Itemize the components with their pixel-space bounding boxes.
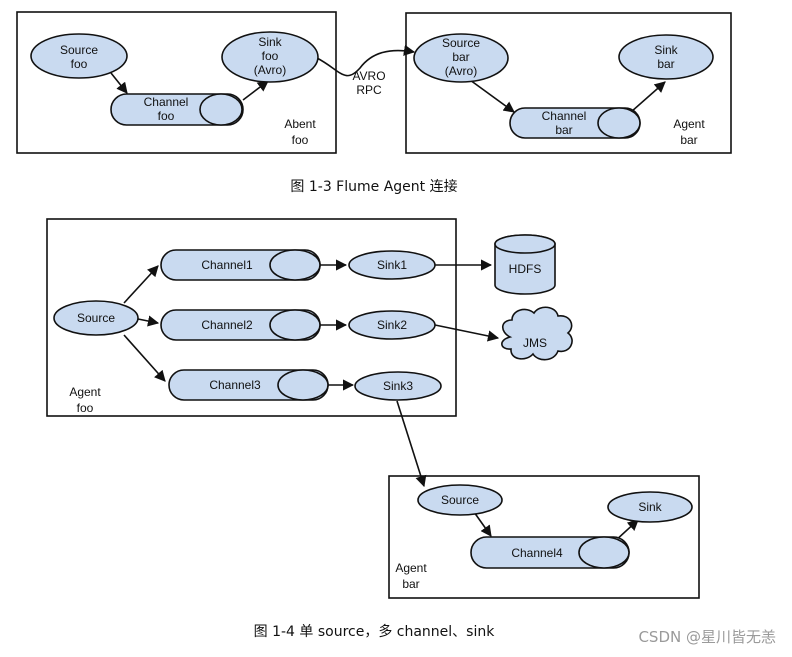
sink-foo-label-2: foo bbox=[262, 49, 279, 63]
agent-bar-label-b1: Agent bbox=[395, 561, 427, 575]
channel-foo-label-2: foo bbox=[158, 109, 175, 123]
sink1-label: Sink1 bbox=[377, 258, 407, 272]
figure-1-4: Source Channel1 Channel2 Channel3 Sink1 bbox=[46, 218, 700, 640]
sink1-node: Sink1 bbox=[348, 250, 436, 280]
source-bar-node: Source bar (Avro) bbox=[413, 33, 509, 83]
source-bar-label-2: bar bbox=[452, 50, 469, 64]
agent-bar-label-1: Agent bbox=[673, 117, 705, 131]
agent-bar-label-b2: bar bbox=[402, 577, 419, 591]
source-bar-label-1: Source bbox=[442, 36, 480, 50]
source-label: Source bbox=[77, 311, 115, 325]
channel3-node: Channel3 bbox=[168, 369, 329, 401]
source-node: Source bbox=[53, 300, 139, 336]
sink-bar-label-b: Sink bbox=[638, 500, 662, 514]
sink2-label: Sink2 bbox=[377, 318, 407, 332]
source-foo-label-2: foo bbox=[71, 57, 88, 71]
edge-sink3-source-bar bbox=[396, 400, 427, 488]
edge-avro-rpc bbox=[316, 44, 416, 77]
edge-source-channel4 bbox=[473, 511, 492, 537]
channel4-label: Channel4 bbox=[511, 546, 563, 560]
jms-cloud-icon: JMS bbox=[501, 306, 573, 361]
agent-foo-label-2: foo bbox=[292, 133, 309, 147]
sink3-node: Sink3 bbox=[354, 371, 442, 401]
sink-foo-node: Sink foo (Avro) bbox=[221, 31, 319, 83]
source-bar-label-b: Source bbox=[441, 493, 479, 507]
channel2-node: Channel2 bbox=[160, 309, 321, 341]
channel1-node: Channel1 bbox=[160, 249, 321, 281]
figure-1-3: Source foo Channel foo Sink foo (Avro) A… bbox=[16, 11, 732, 195]
channel1-label: Channel1 bbox=[201, 258, 253, 272]
edge-source-channel3 bbox=[123, 334, 166, 382]
avro-rpc-label-1: AVRO bbox=[352, 69, 385, 83]
caption-figure-1-3: 图 1-3 Flume Agent 连接 bbox=[290, 178, 457, 195]
sink-foo-label-1: Sink bbox=[258, 35, 282, 49]
agent-bar-label-2: bar bbox=[680, 133, 697, 147]
edge-channel-sink-bar bbox=[630, 81, 666, 113]
edge-source-channel2 bbox=[137, 315, 160, 327]
source-bar-node-2: Source bbox=[417, 484, 503, 516]
edge-source-channel-bar bbox=[469, 79, 515, 113]
channel-bar-label-2: bar bbox=[555, 123, 572, 137]
caption-figure-1-4: 图 1-4 单 source，多 channel、sink bbox=[254, 623, 496, 640]
edge-source-channel-foo bbox=[110, 72, 128, 94]
avro-rpc-label-2: RPC bbox=[356, 83, 382, 97]
agent-foo-label-b2: foo bbox=[77, 401, 94, 415]
channel-foo-node: Channel foo bbox=[110, 93, 244, 126]
edge-source-channel1 bbox=[123, 265, 159, 304]
sink-bar-label-2: bar bbox=[657, 57, 674, 71]
edge-sink2-jms bbox=[434, 324, 500, 342]
channel3-label: Channel3 bbox=[209, 378, 261, 392]
sink-foo-label-3: (Avro) bbox=[254, 63, 286, 77]
sink-bar-label-1: Sink bbox=[654, 43, 678, 57]
hdfs-cylinder-icon: HDFS bbox=[494, 234, 556, 295]
sink-bar-node-2: Sink bbox=[607, 491, 693, 523]
agent-foo-label-b1: Agent bbox=[69, 385, 101, 399]
hdfs-label: HDFS bbox=[509, 262, 542, 276]
channel-bar-label-1: Channel bbox=[542, 109, 587, 123]
jms-label: JMS bbox=[523, 336, 547, 350]
channel2-label: Channel2 bbox=[201, 318, 253, 332]
sink-bar-node: Sink bar bbox=[618, 34, 714, 80]
sink3-label: Sink3 bbox=[383, 379, 413, 393]
agent-foo-label-1: Abent bbox=[284, 117, 316, 131]
channel4-node: Channel4 bbox=[470, 536, 630, 569]
channel-bar-node: Channel bar bbox=[509, 107, 641, 139]
source-foo-label-1: Source bbox=[60, 43, 98, 57]
channel-foo-label-1: Channel bbox=[144, 95, 189, 109]
sink2-node: Sink2 bbox=[348, 310, 436, 340]
edge-channel-sink-foo bbox=[242, 80, 269, 101]
source-bar-label-3: (Avro) bbox=[445, 64, 477, 78]
watermark: CSDN @星川皆无恙 bbox=[638, 628, 776, 646]
source-foo-node: Source foo bbox=[30, 33, 128, 79]
